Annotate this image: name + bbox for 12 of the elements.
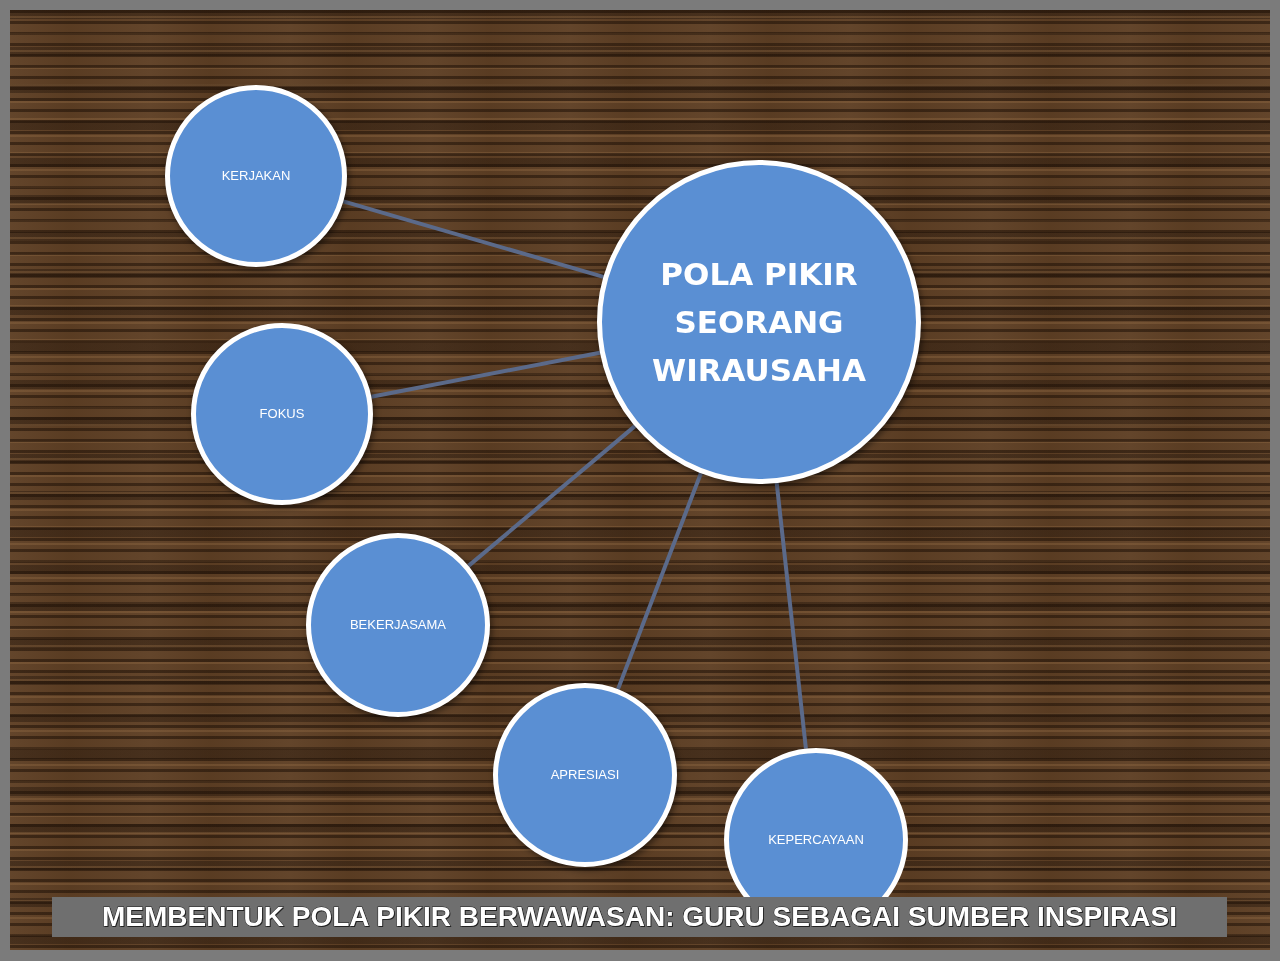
- node-label: FOKUS: [259, 406, 305, 422]
- connector-line: [616, 472, 703, 690]
- connector-line: [467, 424, 637, 568]
- node-label: KERJAKAN: [221, 168, 291, 184]
- connector-line: [371, 350, 601, 399]
- connector-line: [342, 199, 604, 279]
- caption-banner: MEMBENTUK POLA PIKIR BERWAWASAN: GURU SEBAGAI SUMBER INSPIRASI: [52, 897, 1227, 937]
- node-label: BEKERJASAMA: [349, 617, 447, 633]
- connector-line: [774, 482, 808, 749]
- node-label: POLA PIKIR SEORANG WIRAUSAHA: [650, 254, 868, 390]
- node-label: APRESIASI: [550, 767, 620, 783]
- node-label: KEPERCAYAAN: [768, 832, 864, 848]
